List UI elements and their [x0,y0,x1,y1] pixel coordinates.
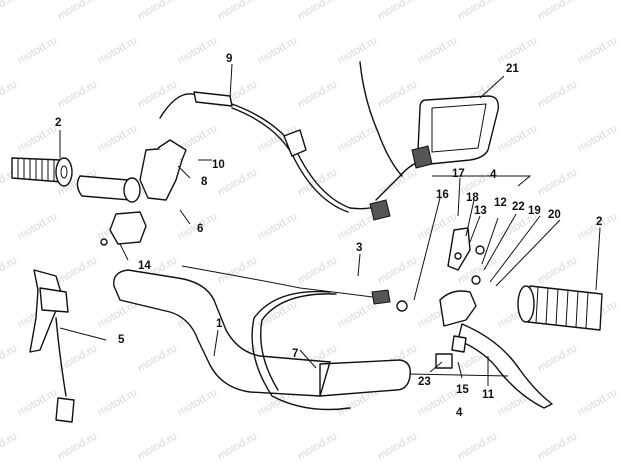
throttle-cable [159,91,391,221]
left-grip [11,157,73,187]
left-switch [29,269,75,423]
callout-23: 23 [418,376,431,388]
callout-8: 8 [201,176,208,188]
callout-16: 16 [436,189,449,201]
leader-lines [59,63,601,386]
throttle-assembly [76,139,187,246]
callout-13: 13 [474,205,487,217]
callout-20: 20 [548,209,561,221]
callout-19: 19 [528,205,541,217]
callout-7: 7 [292,348,298,360]
callout-4-bottom: 4 [456,407,463,419]
callout-11: 11 [482,389,495,401]
callout-2-left: 2 [55,117,61,129]
mirror [359,61,499,201]
callout-10: 10 [212,159,225,171]
callout-17: 17 [452,168,465,180]
callout-22: 22 [512,201,525,213]
callout-15: 15 [456,384,469,396]
callout-9: 9 [226,53,232,65]
callout-14: 14 [138,260,151,272]
handlebar [113,269,411,397]
callout-18: 18 [466,192,479,204]
right-grip [517,285,603,331]
callout-21: 21 [506,63,519,75]
callout-3: 3 [356,242,362,254]
callout-1: 1 [216,318,223,330]
lever-assembly [396,227,553,409]
callout-5: 5 [118,334,125,346]
callout-labels: 1 2 2 3 4 4 5 6 7 8 9 10 11 12 13 14 15 … [55,53,602,419]
clutch-cable [181,265,391,411]
callout-12: 12 [494,197,507,209]
callout-2-right: 2 [596,216,602,228]
callout-4-top: 4 [490,169,497,181]
callout-6: 6 [197,223,203,235]
